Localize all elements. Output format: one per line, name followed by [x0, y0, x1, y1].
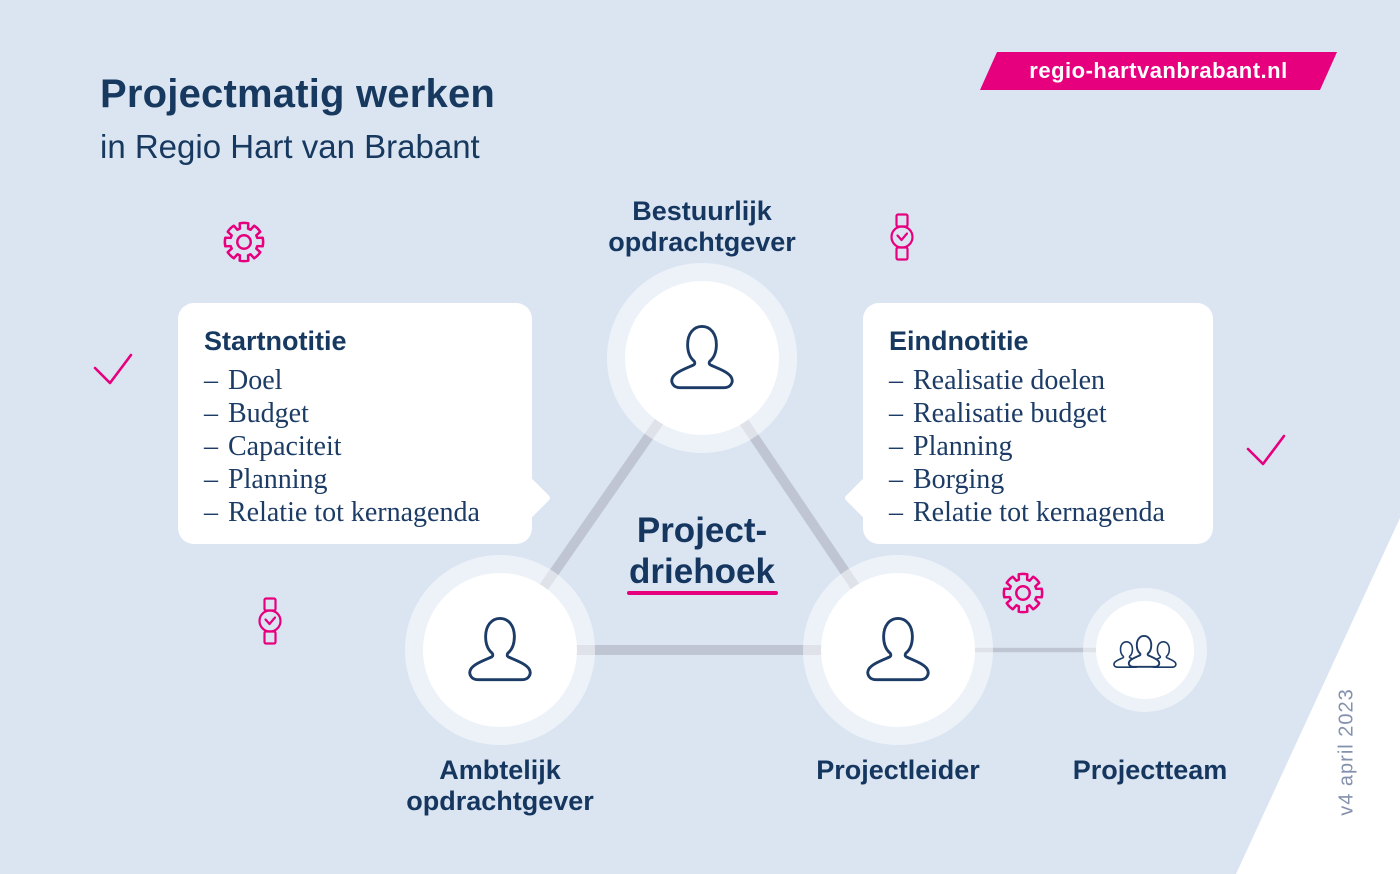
- dash-bullet: –: [204, 431, 218, 462]
- callout-startnotitie: Startnotitie –Doel –Budget –Capaciteit –…: [178, 303, 532, 544]
- node-circle: [625, 281, 779, 435]
- website-banner-label: regio-hartvanbrabant.nl: [1029, 58, 1288, 83]
- list-item: –Doel: [204, 365, 283, 396]
- list-item: –Realisatie budget: [889, 398, 1107, 429]
- label-projectdriehoek: Project- driehoek: [552, 510, 852, 592]
- label-line: opdrachtgever: [406, 786, 594, 816]
- dash-bullet: –: [889, 497, 903, 528]
- node-circle: [1096, 601, 1194, 699]
- node-circle: [821, 573, 975, 727]
- list-item: –Realisatie doelen: [889, 365, 1106, 396]
- dash-bullet: –: [204, 365, 218, 396]
- list-item: –Relatie tot kernagenda: [204, 497, 480, 528]
- label-line: Ambtelijk: [439, 755, 561, 785]
- dash-bullet: –: [889, 464, 903, 495]
- callout-title: Eindnotitie: [889, 326, 1029, 356]
- list-item: –Budget: [204, 398, 309, 429]
- dash-bullet: –: [204, 497, 218, 528]
- node-ambtelijk-opdrachtgever: [405, 555, 595, 745]
- person-icon: [468, 616, 532, 682]
- dash-bullet: –: [204, 464, 218, 495]
- dash-bullet: –: [889, 431, 903, 462]
- label-projectleider: Projectleider: [816, 755, 980, 785]
- label-line: Bestuurlijk: [632, 196, 772, 226]
- dash-bullet: –: [889, 365, 903, 396]
- label-projectteam: Projectteam: [1072, 755, 1228, 785]
- website-banner: regio-hartvanbrabant.nl: [980, 52, 1337, 90]
- list-item: –Planning: [204, 464, 328, 495]
- label-line: driehoek: [629, 552, 775, 591]
- person-icon: [866, 616, 930, 682]
- list-item: –Borging: [889, 464, 1005, 495]
- node-projectteam: [1083, 588, 1207, 712]
- page-subtitle: in Regio Hart van Brabant: [100, 128, 480, 165]
- list-item: –Relatie tot kernagenda: [889, 497, 1165, 528]
- list-item: –Planning: [889, 431, 1013, 462]
- label-bestuurlijk-opdrachtgever: Bestuurlijk opdrachtgever: [552, 196, 852, 258]
- node-projectleider: [803, 555, 993, 745]
- page-title: Projectmatig werken: [100, 72, 496, 116]
- team-icon: [1113, 634, 1177, 668]
- check-icon: [1246, 434, 1286, 466]
- callout-title: Startnotitie: [204, 326, 347, 356]
- label-line: Project-: [636, 511, 768, 550]
- check-icon: [93, 353, 133, 385]
- list-item: –Capaciteit: [204, 431, 342, 462]
- gear-icon: [221, 219, 267, 265]
- label-line: opdrachtgever: [608, 227, 796, 257]
- person-icon: [670, 324, 734, 390]
- pink-underline: [627, 591, 778, 595]
- node-bestuurlijk-opdrachtgever: [607, 263, 797, 453]
- node-circle: [423, 573, 577, 727]
- gear-icon: [1000, 570, 1046, 616]
- label-ambtelijk-opdrachtgever: Ambtelijk opdrachtgever: [350, 755, 650, 817]
- watch-icon: [890, 213, 914, 261]
- callout-list: –Doel –Budget –Capaciteit –Planning –Rel…: [204, 364, 522, 529]
- dash-bullet: –: [889, 398, 903, 429]
- dash-bullet: –: [204, 398, 218, 429]
- callout-list: –Realisatie doelen –Realisatie budget –P…: [889, 364, 1203, 529]
- callout-eindnotitie: Eindnotitie –Realisatie doelen –Realisat…: [863, 303, 1213, 544]
- watch-icon: [258, 597, 282, 645]
